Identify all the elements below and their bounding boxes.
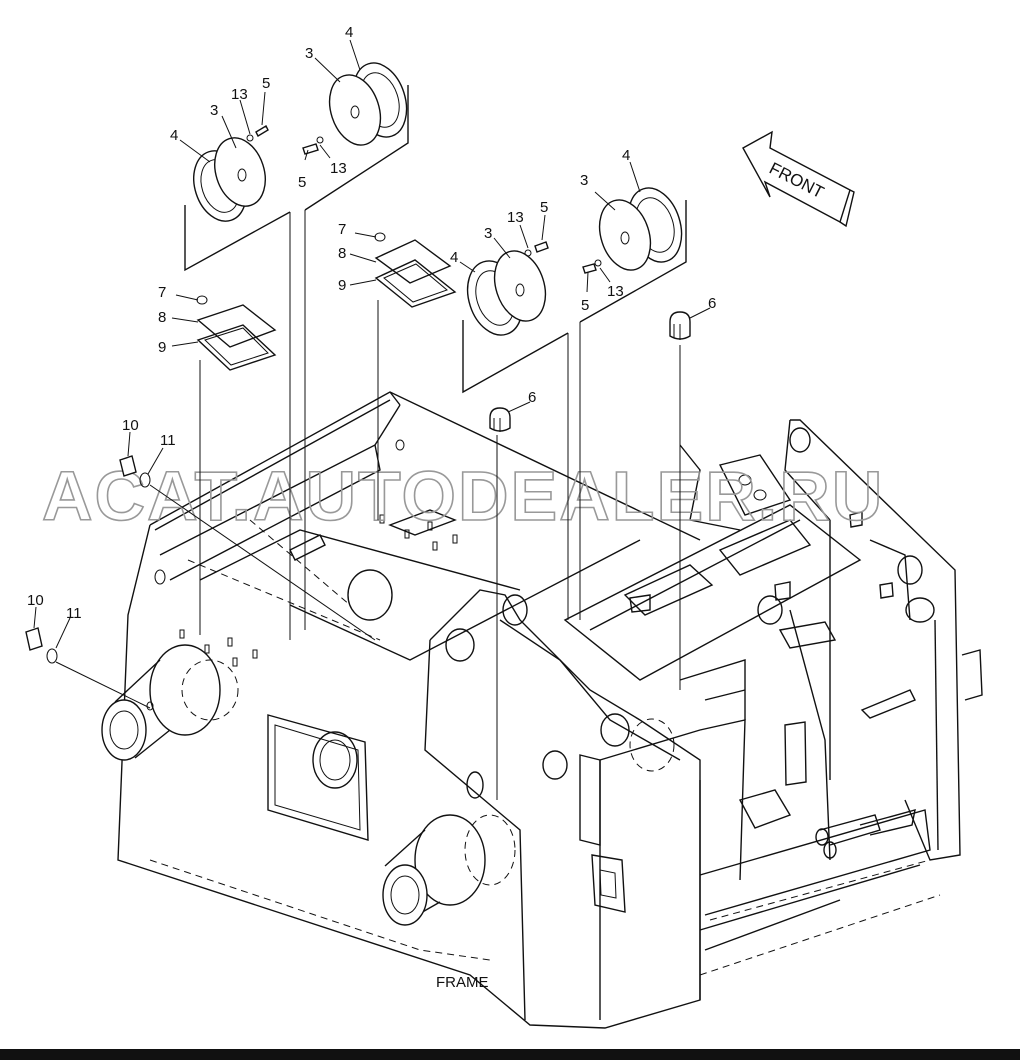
callout-6: 6	[708, 295, 716, 312]
callout-8: 8	[338, 245, 346, 262]
cap-6-center	[489, 407, 511, 800]
callout-8: 8	[158, 309, 166, 326]
cover-plate-group-a	[196, 295, 277, 635]
callout-5: 5	[262, 75, 270, 92]
grease-fitting-lower	[25, 627, 151, 709]
callout-7: 7	[338, 221, 346, 238]
leader-lines	[33, 39, 711, 649]
callout-11: 11	[160, 432, 176, 449]
callout-13: 13	[507, 209, 524, 226]
callout-5: 5	[540, 199, 548, 216]
callout-labels: 3 4 13 5 3 4 5 13 7 8 9 7 8 9 3 4 13 5 3…	[27, 24, 716, 622]
left-hub-rear	[382, 814, 486, 926]
callout-6: 6	[528, 389, 536, 406]
callout-4: 4	[622, 147, 630, 164]
callout-4: 4	[345, 24, 353, 41]
callout-9: 9	[338, 277, 346, 294]
callout-3: 3	[484, 225, 492, 242]
front-arrow: FRONT	[742, 130, 855, 228]
cover-group-a	[184, 62, 409, 640]
cap-6-right	[669, 311, 691, 690]
callout-3: 3	[580, 172, 588, 189]
watermark: ACAT.AUTODEALER.RU	[42, 457, 884, 535]
cover-group-c	[462, 241, 569, 620]
callout-5: 5	[298, 174, 306, 191]
callout-4: 4	[450, 249, 458, 266]
left-hub-front	[101, 644, 221, 761]
bottom-border-bar	[0, 1049, 1020, 1060]
callout-5: 5	[581, 297, 589, 314]
frame-label: FRAME	[436, 974, 489, 991]
callout-13: 13	[330, 160, 347, 177]
callout-4: 4	[170, 127, 178, 144]
callout-10: 10	[122, 417, 139, 434]
grease-fitting-upper	[119, 455, 376, 641]
callout-3: 3	[210, 102, 218, 119]
callout-3: 3	[305, 45, 313, 62]
frame-body	[117, 391, 983, 1029]
callout-10: 10	[27, 592, 44, 609]
front-arrow-label: FRONT	[766, 159, 827, 203]
stud-pins	[179, 514, 458, 667]
callout-13: 13	[231, 86, 248, 103]
callout-7: 7	[158, 284, 166, 301]
cover-group-d	[579, 187, 687, 620]
callout-13: 13	[607, 283, 624, 300]
callout-9: 9	[158, 339, 166, 356]
callout-11: 11	[66, 605, 82, 622]
